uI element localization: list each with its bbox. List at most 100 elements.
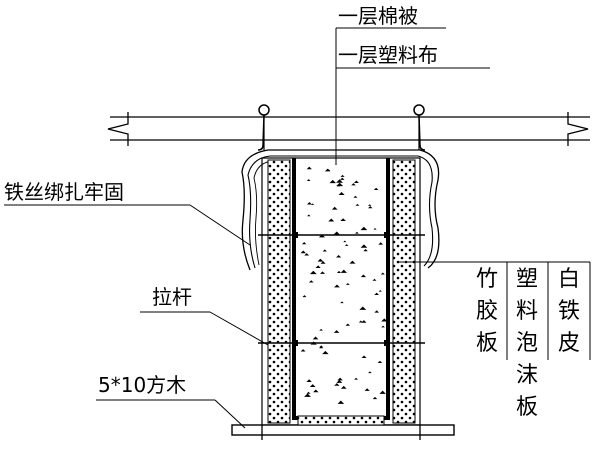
left-hook bbox=[257, 104, 270, 151]
aggregate-speck bbox=[340, 301, 344, 304]
aggregate-speck bbox=[320, 271, 326, 274]
aggregate-speck bbox=[364, 388, 370, 391]
aggregate-speck bbox=[360, 274, 367, 278]
aggregate-speck bbox=[336, 379, 343, 383]
aggregate-speck bbox=[322, 350, 329, 355]
aggregate-speck bbox=[333, 330, 340, 333]
aggregate-speck bbox=[351, 183, 356, 186]
aggregate-speck bbox=[336, 182, 344, 187]
aggregate-speck bbox=[319, 328, 323, 331]
beam-break-left bbox=[107, 112, 129, 146]
aggregate-speck bbox=[378, 290, 382, 292]
aggregate-speck bbox=[334, 284, 340, 288]
aggregate-speck bbox=[379, 390, 386, 394]
aggregate-speck bbox=[300, 250, 306, 254]
label-bamboo-plywood: 竹胶板 bbox=[476, 267, 498, 356]
aggregate-speck bbox=[361, 320, 367, 323]
label-white-iron: 白铁皮 bbox=[558, 267, 580, 356]
aggregate-speck bbox=[309, 270, 317, 275]
aggregate-speck bbox=[345, 323, 351, 326]
aggregate-speck bbox=[329, 179, 336, 184]
material-label-text: 塑料泡沫板 bbox=[516, 267, 538, 420]
right-hook bbox=[413, 104, 426, 151]
aggregate-speck bbox=[344, 244, 349, 246]
aggregate-speck bbox=[345, 282, 350, 285]
label-cotton-quilt: 一层棉被 bbox=[338, 4, 418, 28]
aggregate-speck bbox=[340, 269, 348, 273]
aggregate-speck bbox=[355, 231, 359, 234]
aggregate-speck bbox=[309, 384, 316, 387]
aggregate-speck bbox=[336, 254, 342, 258]
aggregate-speck bbox=[378, 242, 384, 245]
aggregate-speck bbox=[380, 272, 385, 275]
aggregate-speck bbox=[374, 292, 379, 295]
aggregate-speck bbox=[373, 187, 379, 191]
aggregate-speck bbox=[311, 203, 315, 205]
aggregate-speck bbox=[368, 204, 372, 206]
aggregate-speck bbox=[353, 195, 358, 198]
tie-rod-lower bbox=[258, 340, 425, 346]
aggregate-speck bbox=[373, 228, 377, 230]
aggregate-speck bbox=[355, 203, 360, 206]
aggregate-speck bbox=[300, 349, 306, 352]
aggregate-speck bbox=[354, 377, 359, 380]
aggregate-speck bbox=[358, 320, 363, 323]
concrete-fill bbox=[296, 160, 388, 416]
aggregate-speck bbox=[337, 377, 343, 381]
aggregate-speck bbox=[359, 306, 367, 310]
aggregate-speck bbox=[313, 389, 319, 393]
leader-timber bbox=[96, 399, 246, 429]
aggregate-speck bbox=[337, 400, 345, 404]
aggregate-speck bbox=[377, 360, 383, 364]
aggregate-speck bbox=[336, 179, 343, 183]
aggregate-speck bbox=[340, 174, 345, 177]
aggregate-speck bbox=[360, 244, 368, 248]
aggregate-speck bbox=[320, 261, 326, 264]
timber-base bbox=[231, 415, 455, 440]
aggregate-speck bbox=[340, 385, 347, 389]
aggregate-speck bbox=[336, 270, 342, 273]
aggregate-speck bbox=[306, 201, 312, 205]
aggregate-speck bbox=[318, 259, 322, 261]
aggregate-speck bbox=[333, 231, 340, 235]
tie-rod-upper bbox=[258, 232, 425, 238]
foam-board-right bbox=[392, 159, 416, 424]
aggregate-speck bbox=[315, 265, 321, 268]
aggregate-speck bbox=[304, 253, 310, 256]
quilt-wrap bbox=[241, 149, 440, 271]
leader-wire-binding bbox=[4, 204, 251, 246]
leader-tie-rod bbox=[140, 311, 269, 346]
aggregate-speck bbox=[338, 191, 345, 196]
aggregate-speck bbox=[374, 310, 380, 313]
aggregate-speck bbox=[381, 318, 388, 322]
aggregate-speck bbox=[340, 218, 346, 222]
aggregate-speck bbox=[312, 336, 319, 340]
aggregate-speck bbox=[306, 391, 311, 394]
label-foam-board: 塑料泡沫板 bbox=[516, 267, 538, 420]
label-plastic-cloth: 一层塑料布 bbox=[338, 43, 438, 67]
material-label-text: 白铁皮 bbox=[558, 267, 580, 356]
aggregate-speck bbox=[363, 249, 368, 252]
aggregate-speck bbox=[322, 249, 327, 252]
label-wire-binding: 铁丝绑扎牢固 bbox=[4, 180, 124, 204]
aggregate-speck bbox=[381, 325, 385, 328]
aggregate-speck bbox=[301, 242, 307, 245]
aggregate-speck bbox=[331, 206, 338, 210]
aggregate-speck bbox=[353, 180, 359, 183]
aggregate-speck bbox=[318, 234, 326, 238]
leader-top bbox=[335, 27, 490, 165]
aggregate-speck bbox=[343, 240, 347, 243]
aggregate-speck bbox=[349, 260, 356, 264]
aggregate-speck bbox=[308, 280, 314, 283]
beam-break-right bbox=[567, 112, 589, 146]
aggregate-speck bbox=[368, 206, 373, 209]
aggregate-speck bbox=[306, 179, 311, 181]
aggregate-speck bbox=[328, 218, 335, 222]
aggregate-speck bbox=[368, 371, 372, 374]
aggregate-speck bbox=[304, 393, 311, 397]
foam-board-left bbox=[267, 159, 291, 424]
aggregate-speck bbox=[372, 278, 377, 281]
aggregate-speck bbox=[306, 379, 312, 382]
aggregate-speck bbox=[307, 214, 311, 217]
